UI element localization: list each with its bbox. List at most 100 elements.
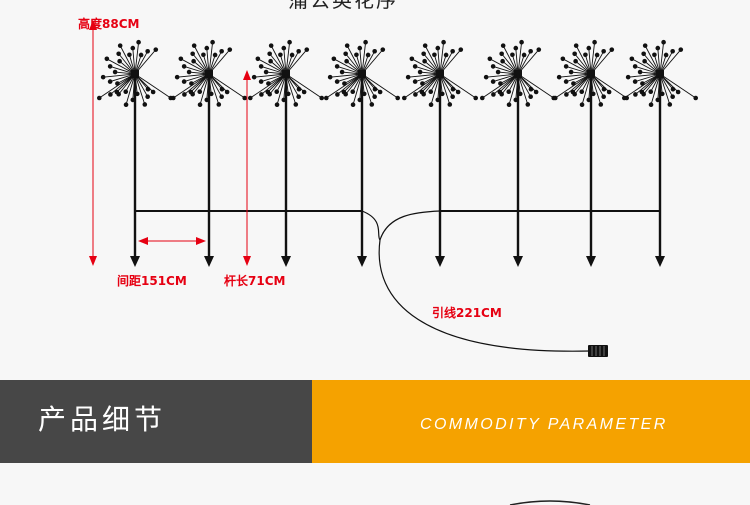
led-dot: [116, 51, 121, 57]
spoke: [270, 45, 287, 75]
spoke: [566, 73, 592, 95]
spoke: [631, 58, 661, 75]
led-dot: [210, 39, 215, 45]
spacing-label: 间距151CM: [117, 274, 187, 288]
spoke: [508, 73, 519, 105]
led-dot: [661, 39, 666, 45]
spoke: [635, 73, 661, 95]
spoke: [180, 58, 210, 75]
led-dot: [601, 86, 607, 92]
led-dot: [553, 95, 558, 101]
led-dot: [130, 45, 136, 51]
spoke: [408, 73, 441, 78]
spoke: [517, 73, 554, 99]
lead-wire-label: 引线221CM: [432, 306, 502, 320]
led-dot: [490, 64, 496, 69]
spoke: [439, 73, 451, 105]
led-dot: [528, 86, 534, 92]
stake-tip: [586, 256, 596, 267]
led-dot: [642, 43, 648, 48]
led-dot: [357, 45, 363, 51]
led-dot: [629, 56, 635, 62]
spoke: [346, 45, 363, 75]
led-dot: [500, 43, 506, 48]
led-dot: [296, 48, 301, 54]
led-dot: [513, 45, 519, 51]
led-dot: [412, 64, 418, 69]
led-dot: [331, 56, 337, 62]
led-dot: [377, 89, 383, 95]
spoke: [430, 73, 441, 105]
spoke: [489, 58, 519, 75]
led-dot: [296, 94, 301, 100]
led-dot: [251, 74, 257, 80]
spoke: [424, 45, 441, 75]
stake-tip: [513, 256, 523, 267]
led-dot: [145, 86, 151, 92]
spoke: [415, 73, 441, 95]
led-dot: [598, 102, 604, 107]
led-dot: [216, 102, 222, 107]
led-dot: [369, 102, 375, 107]
led-dot: [150, 89, 156, 95]
spoke: [184, 73, 210, 83]
spoke: [493, 65, 519, 75]
spoke: [517, 49, 540, 75]
led-dot: [641, 51, 646, 57]
led-dot: [343, 51, 348, 57]
led-dot: [145, 48, 150, 54]
spoke: [285, 49, 308, 75]
led-dot: [568, 69, 574, 75]
led-dot: [500, 58, 505, 64]
spoke: [254, 73, 287, 78]
led-dot: [432, 52, 437, 58]
spoke: [439, 42, 445, 75]
spoke: [261, 65, 287, 75]
led-dot: [560, 56, 566, 62]
led-dot: [258, 64, 264, 69]
pole-length-label: 杆长71CM: [224, 274, 286, 288]
led-dot: [601, 48, 606, 54]
spoke: [208, 73, 245, 99]
led-dot: [350, 89, 356, 95]
led-dot: [265, 89, 271, 95]
height-arrow-top: [89, 20, 97, 30]
spoke: [333, 58, 363, 75]
led-dot: [267, 51, 272, 57]
spoke: [184, 65, 210, 75]
spoke: [125, 73, 136, 105]
spoke: [415, 65, 441, 75]
spoke: [482, 73, 519, 99]
led-dot: [263, 69, 269, 75]
led-dot: [528, 94, 533, 100]
led-dot: [450, 94, 455, 100]
led-dot: [258, 79, 264, 84]
led-dot: [506, 89, 512, 95]
led-dot: [412, 79, 418, 84]
led-dot: [334, 79, 340, 84]
led-dot: [142, 102, 148, 107]
led-dot: [637, 69, 643, 75]
led-dot: [289, 52, 295, 58]
led-dot: [100, 74, 106, 80]
led-dot: [104, 56, 110, 62]
led-dot: [171, 95, 176, 101]
spoke: [486, 73, 519, 78]
led-dot: [248, 95, 253, 101]
led-dot: [344, 43, 350, 48]
led-dot: [114, 89, 120, 95]
led-dot: [191, 43, 197, 48]
led-dot: [127, 52, 132, 58]
led-dot: [573, 43, 579, 48]
led-dot: [536, 47, 542, 52]
led-dot: [573, 58, 578, 64]
spoke: [624, 73, 661, 99]
spoke: [337, 65, 363, 75]
led-dot: [642, 58, 647, 64]
led-dot: [510, 52, 515, 58]
stake-tip: [435, 256, 445, 267]
spoke: [657, 48, 661, 75]
spoke: [330, 73, 363, 78]
led-dot: [293, 102, 299, 107]
led-dot: [572, 51, 577, 57]
